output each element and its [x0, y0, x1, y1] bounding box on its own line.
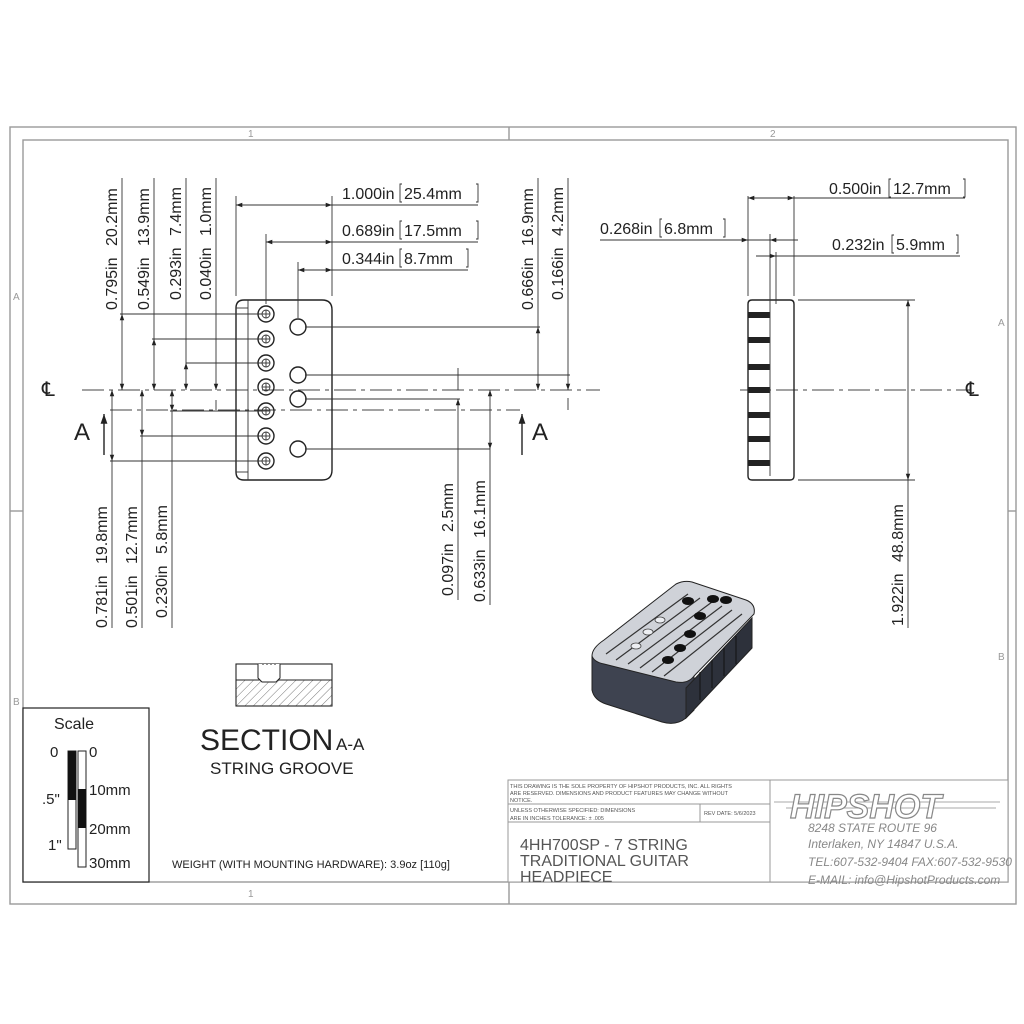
dim-0097-mm: 2.5mm [440, 483, 457, 532]
left-lower-dimensions [109, 390, 175, 628]
dim-0268-mm: 6.8mm [664, 221, 713, 238]
rotated-dimension-labels: 0.795in 20.2mm 0.549in 13.9mm 0.293in 7.4mm… [94, 187, 907, 628]
centerline-symbol-right: ℄ [965, 377, 979, 401]
centerline-symbol-left: ℄ [41, 377, 55, 401]
section-view [235, 663, 333, 707]
top-dimensions [236, 202, 478, 273]
zone-label-col-1: 1 [248, 129, 254, 140]
dim-1922-mm: 48.8mm [890, 504, 907, 562]
dim-0500-mm: 12.7mm [893, 181, 951, 198]
dim-0268-in: 0.268in [600, 221, 653, 238]
side-dimension-labels: 0.500in 12.7mm 0.268in 6.8mm 0.232in 5.9… [600, 178, 966, 254]
dim-0097-in: 0.097in [440, 544, 457, 597]
dim-0689-in: 0.689in [342, 223, 395, 240]
dim-0293-in: 0.293in [168, 248, 185, 301]
address-1: 8248 STATE ROUTE 96 [808, 821, 937, 835]
section-arrow-label-left: A [74, 419, 90, 446]
title-block: THIS DRAWING IS THE SOLE PROPERTY OF HIP… [507, 779, 1012, 887]
tuning-screws [257, 305, 275, 470]
centerlines: ℄ ℄ [41, 377, 979, 411]
zone-label-col-2: 2 [770, 129, 776, 140]
left-upper-dimensions [119, 178, 219, 410]
dim-0232-mm: 5.9mm [896, 237, 945, 254]
dim-0040-in: 0.040in [198, 248, 215, 301]
dim-0666-mm: 16.9mm [520, 188, 537, 246]
section-subtitle: STRING GROOVE [210, 759, 354, 778]
dim-0795-in: 0.795in [104, 258, 121, 311]
string-slots [748, 304, 771, 476]
scale-inch-half: .5" [42, 791, 60, 808]
dim-0344-in: 0.344in [342, 251, 395, 268]
dim-0040-mm: 1.0mm [198, 187, 215, 236]
rev-date: REV DATE: 5/6/2023 [704, 811, 756, 817]
zone-label-row-a: A [13, 292, 20, 303]
side-view [600, 195, 965, 628]
dim-0689-mm: 17.5mm [404, 223, 462, 240]
property-notice-3: NOTICE. [510, 798, 533, 804]
dim-0230-in: 0.230in [154, 566, 171, 619]
dim-0166-mm: 4.2mm [550, 187, 567, 236]
part-line-1: 4HH700SP - 7 STRING [520, 837, 688, 854]
mounting-holes [289, 318, 307, 458]
scale-mm-30: 30mm [89, 855, 131, 872]
scale-box: Scale 0 .5" 1" 0 10mm 20mm 30mm [22, 707, 150, 883]
property-notice-2: ARE RESERVED. DIMENSIONS AND PRODUCT FEA… [510, 791, 729, 797]
scale-title: Scale [54, 716, 94, 733]
dim-0795-mm: 20.2mm [104, 188, 121, 246]
property-notice-1: THIS DRAWING IS THE SOLE PROPERTY OF HIP… [510, 784, 732, 790]
scale-mm-10: 10mm [89, 782, 131, 799]
zone-label-row-a-right: A [998, 318, 1005, 329]
dim-0232-in: 0.232in [832, 237, 885, 254]
address-2: Interlaken, NY 14847 U.S.A. [808, 837, 959, 851]
dim-0633-mm: 16.1mm [472, 480, 489, 538]
dim-0781-mm: 19.8mm [94, 506, 111, 564]
scale-inch-0: 0 [50, 744, 58, 761]
front-view [235, 299, 333, 481]
email: E-MAIL: info@HipshotProducts.com [808, 873, 1000, 887]
dim-1000-in: 1.000in [342, 186, 395, 203]
isometric-render [591, 580, 755, 724]
phone: TEL:607-532-9404 FAX:607-532-9530 [808, 855, 1012, 869]
section-title-suffix: A-A [336, 735, 365, 754]
dim-0633-in: 0.633in [472, 550, 489, 603]
zone-label-col-1-bottom: 1 [248, 889, 254, 900]
section-title: SECTION [200, 724, 333, 757]
dim-0781-in: 0.781in [94, 576, 111, 629]
weight-note: WEIGHT (WITH MOUNTING HARDWARE): 3.9oz [… [172, 859, 450, 871]
logo-text: HIPSHOT [790, 788, 944, 826]
dim-1000-mm: 25.4mm [404, 186, 462, 203]
dim-0293-mm: 7.4mm [168, 187, 185, 236]
scale-mm-0: 0 [89, 744, 97, 761]
part-line-2: TRADITIONAL GUITAR [520, 853, 689, 870]
dim-0501-in: 0.501in [124, 576, 141, 629]
dim-0549-mm: 13.9mm [136, 188, 153, 246]
zone-label-row-b-right: B [998, 652, 1005, 663]
tolerance-1: UNLESS OTHERWISE SPECIFIED: DIMENSIONS [510, 808, 636, 814]
top-dimension-labels: 1.000in 25.4mm 0.689in 17.5mm 0.344in 8.… [342, 183, 479, 268]
dim-0500-in: 0.500in [829, 181, 882, 198]
scale-inch-1: 1" [48, 837, 62, 854]
dim-0230-mm: 5.8mm [154, 505, 171, 554]
dim-0549-in: 0.549in [136, 258, 153, 311]
hipshot-logo: HIPSHOT [774, 787, 1000, 827]
dim-0666-in: 0.666in [520, 258, 537, 311]
tolerance-2: ARE IN INCHES TOLERANCE: ± .005 [510, 816, 604, 822]
section-arrow-label-right: A [532, 419, 548, 446]
dim-0501-mm: 12.7mm [124, 506, 141, 564]
dim-0166-in: 0.166in [550, 248, 567, 301]
section-arrows: A A [74, 414, 548, 455]
extension-lines [110, 196, 570, 462]
dim-1922-in: 1.922in [890, 574, 907, 627]
dim-0344-mm: 8.7mm [404, 251, 453, 268]
part-line-3: HEADPIECE [520, 869, 612, 886]
scale-mm-20: 20mm [89, 821, 131, 838]
right-front-dimensions [455, 178, 571, 605]
zone-label-row-b: B [13, 697, 20, 708]
